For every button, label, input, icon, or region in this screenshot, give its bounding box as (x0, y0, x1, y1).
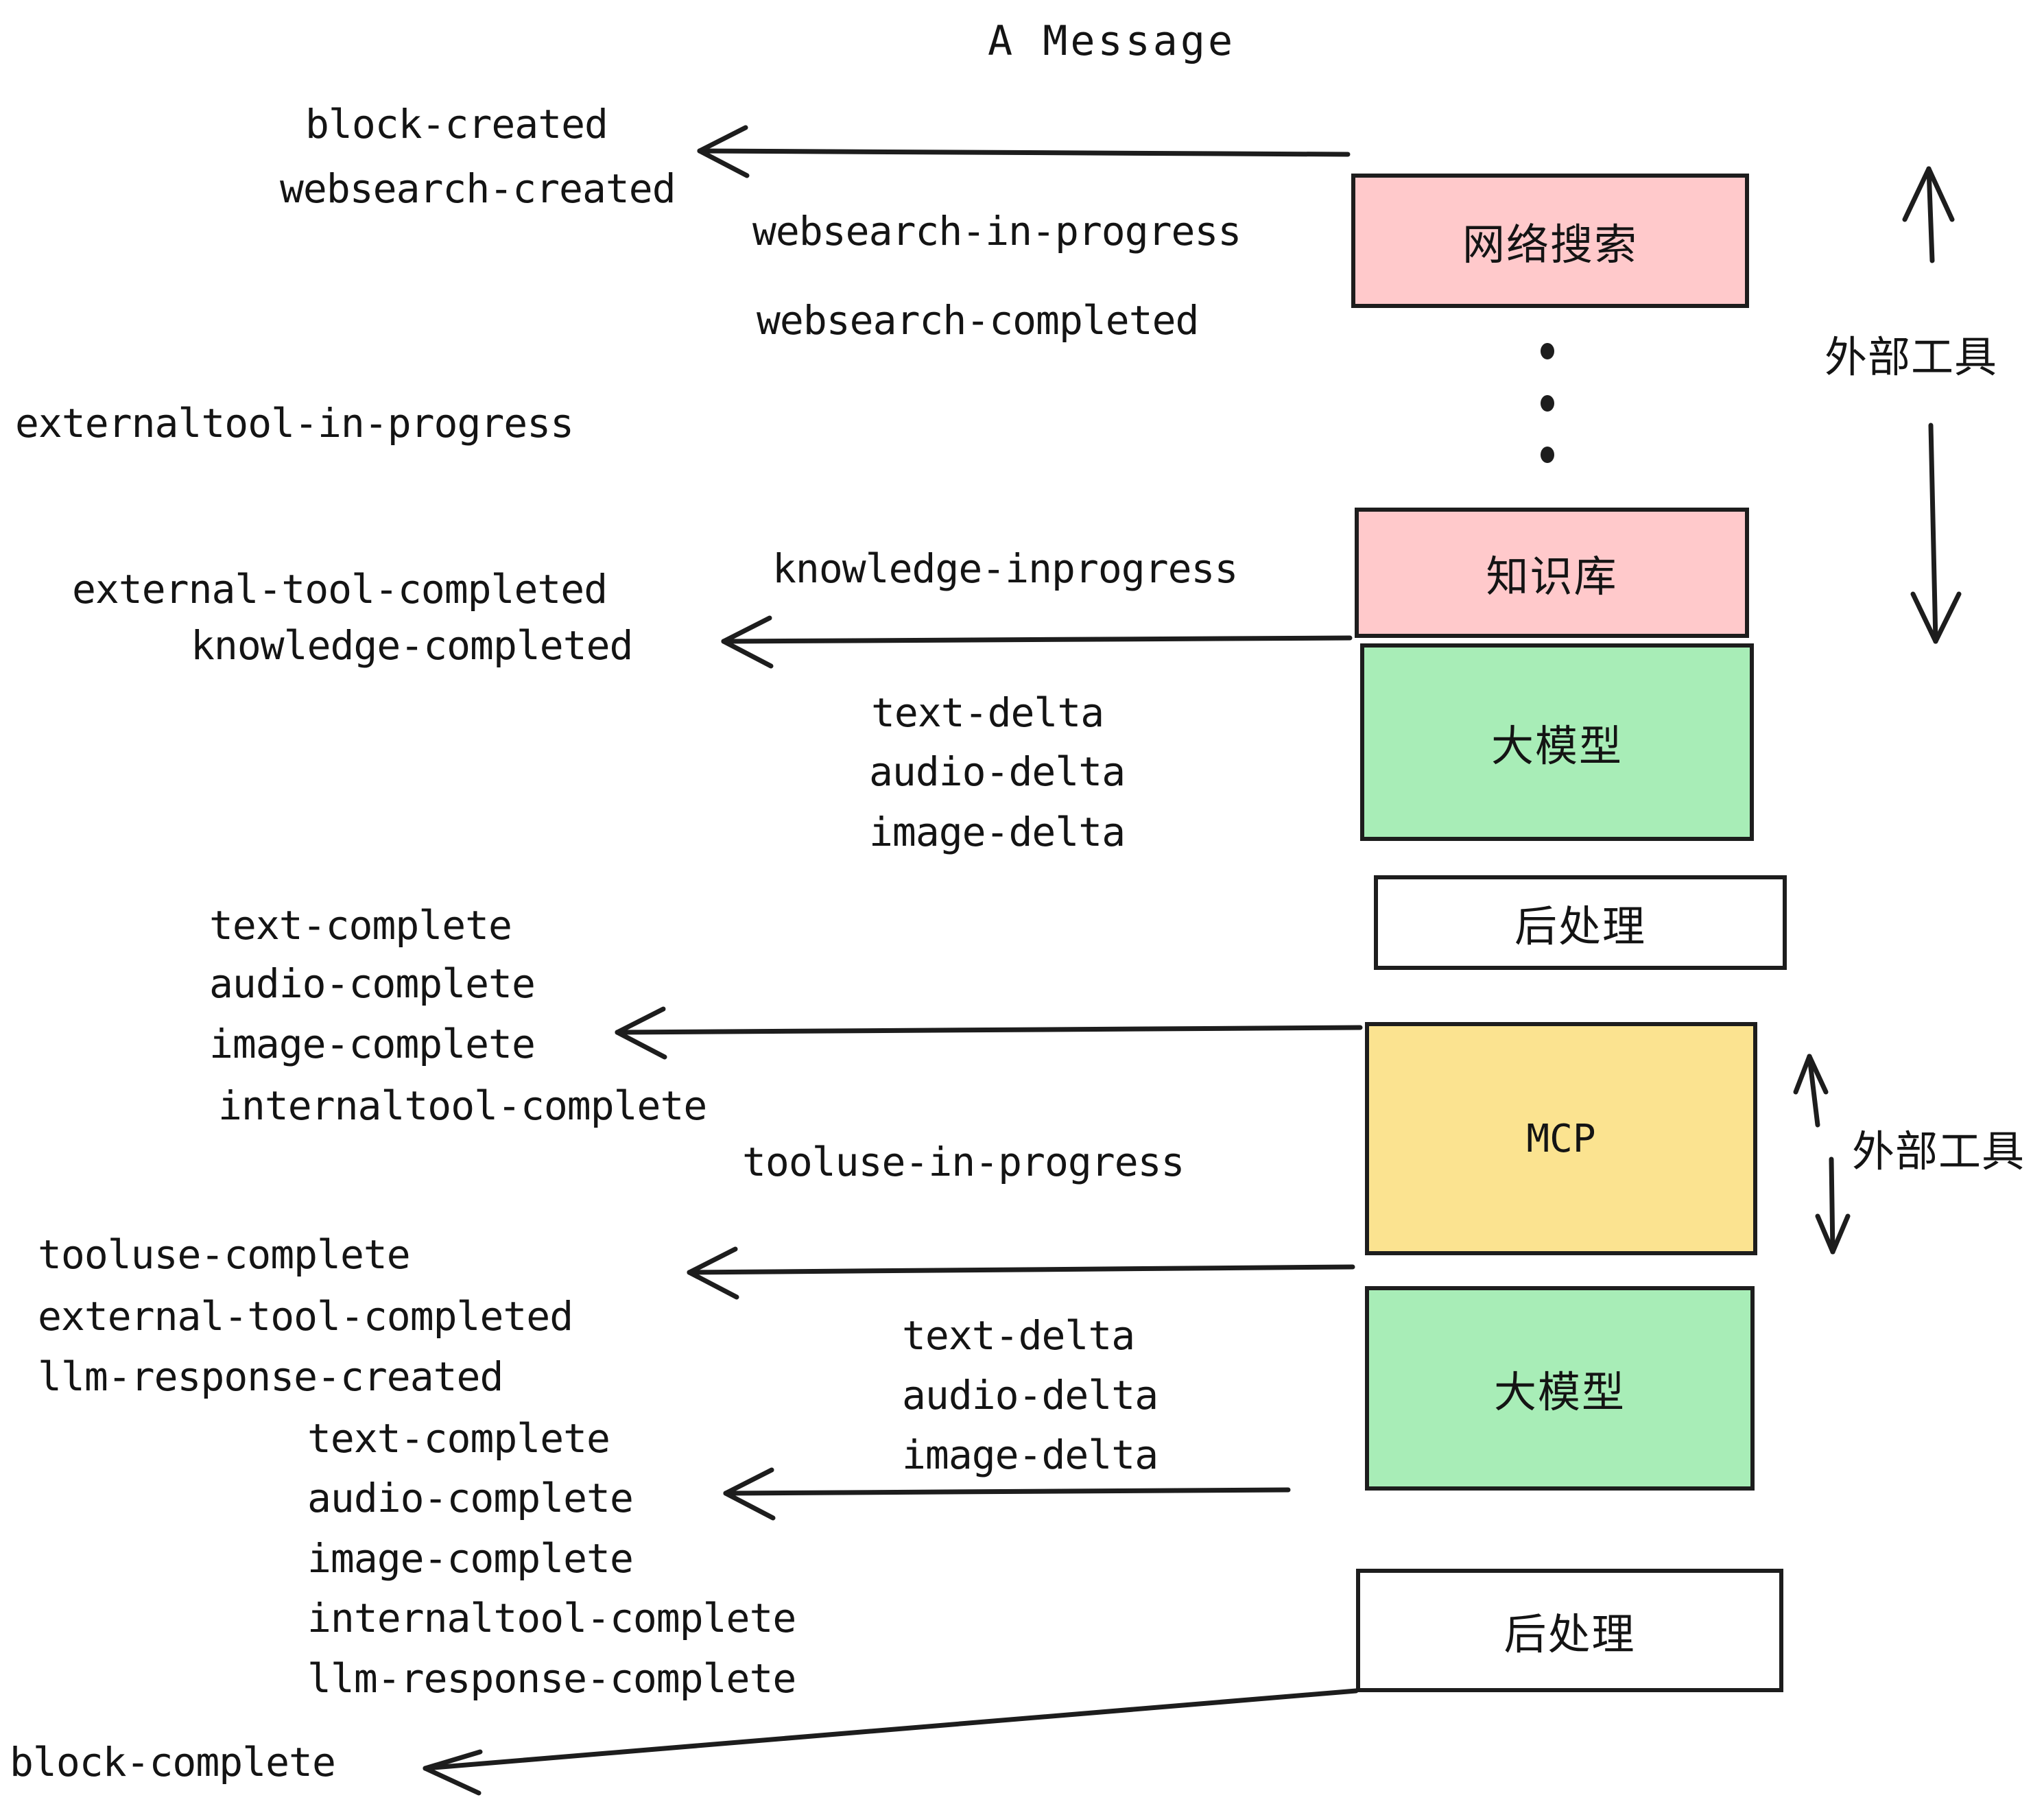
event-label-knowledge-completed: knowledge-completed (191, 622, 633, 669)
event-label-audio-complete-1: audio-complete (209, 960, 536, 1007)
event-label-llm-response-complete: llm-response-complete (307, 1655, 796, 1702)
arrow-postprocess-to-block-complete (423, 1688, 1359, 1796)
box-label: 大模型 (1493, 1367, 1626, 1417)
event-label-text-delta-1: text-delta (871, 689, 1104, 736)
event-label-external-tool-completed-1: external-tool-completed (72, 566, 608, 613)
arrow-knowledge-to-completed (721, 615, 1353, 669)
box-label: 后处理 (1504, 1609, 1636, 1659)
event-label-block-complete: block-complete (10, 1739, 336, 1785)
box-mcp[interactable]: MCP (1365, 1022, 1757, 1255)
box-label: 知识库 (1486, 551, 1618, 602)
event-label-tooluse-in-progress: tooluse-in-progress (742, 1139, 1185, 1185)
ellipsis-dot (1541, 447, 1554, 463)
box-label: 后处理 (1514, 901, 1646, 951)
event-label-llm-response-created: llm-response-created (38, 1353, 503, 1400)
arrow-postprocess-to-image-complete (615, 1006, 1363, 1060)
event-label-externaltool-in-progress: externaltool-in-progress (15, 400, 574, 447)
event-label-websearch-completed: websearch-completed (757, 297, 1199, 344)
event-label-websearch-created: websearch-created (280, 165, 676, 212)
event-label-tooluse-complete: tooluse-complete (38, 1231, 411, 1278)
event-label-audio-delta-2: audio-delta (902, 1372, 1158, 1419)
box-postprocess-bot[interactable]: 后处理 (1356, 1569, 1783, 1692)
ellipsis-dot (1541, 343, 1554, 359)
event-label-knowledge-inprogress: knowledge-inprogress (772, 545, 1238, 592)
event-label-internaltool-complete-1: internaltool-complete (218, 1082, 707, 1129)
box-websearch[interactable]: 网络搜索 (1351, 174, 1749, 308)
ellipsis-dot (1541, 394, 1554, 412)
event-label-block-created: block-created (305, 101, 608, 147)
box-knowledge[interactable]: 知识库 (1355, 508, 1749, 638)
arrow-external-tools-top-down (1910, 423, 1962, 644)
box-llm-top[interactable]: 大模型 (1360, 643, 1754, 841)
event-label-text-delta-2: text-delta (902, 1312, 1135, 1359)
arrow-external-tools-top-up (1902, 166, 1955, 263)
arrow-external-tools-bottom-down (1815, 1156, 1851, 1255)
box-label: 网络搜索 (1462, 219, 1638, 270)
vertical-ellipsis-icon (1540, 343, 1555, 463)
arrow-external-tools-bottom-up (1793, 1054, 1829, 1128)
event-label-external-tool-completed-2: external-tool-completed (38, 1293, 573, 1340)
event-label-image-complete-2: image-complete (307, 1535, 634, 1582)
page-title: A Message (988, 17, 1236, 65)
event-label-internaltool-complete-2: internaltool-complete (307, 1595, 796, 1641)
box-label: MCP (1526, 1116, 1596, 1161)
event-label-image-complete-1: image-complete (209, 1021, 536, 1067)
event-label-image-delta-2: image-delta (902, 1432, 1158, 1478)
event-label-audio-delta-1: audio-delta (869, 748, 1126, 795)
event-label-text-complete-1: text-complete (209, 902, 512, 949)
side-label-external-tools-top: 外部工具 (1825, 332, 1998, 382)
arrow-websearch-to-created (697, 125, 1351, 178)
event-label-image-delta-1: image-delta (869, 809, 1126, 855)
event-label-audio-complete-2: audio-complete (307, 1475, 634, 1521)
event-label-websearch-in-progress: websearch-in-progress (752, 208, 1241, 254)
side-label-external-tools-bottom: 外部工具 (1852, 1126, 2025, 1176)
box-label: 大模型 (1490, 721, 1623, 771)
event-label-text-complete-2: text-complete (307, 1415, 610, 1462)
arrow-mcp-to-tooluse-complete (687, 1246, 1355, 1300)
box-llm-bottom[interactable]: 大模型 (1365, 1286, 1755, 1491)
box-postprocess-top[interactable]: 后处理 (1374, 875, 1787, 970)
